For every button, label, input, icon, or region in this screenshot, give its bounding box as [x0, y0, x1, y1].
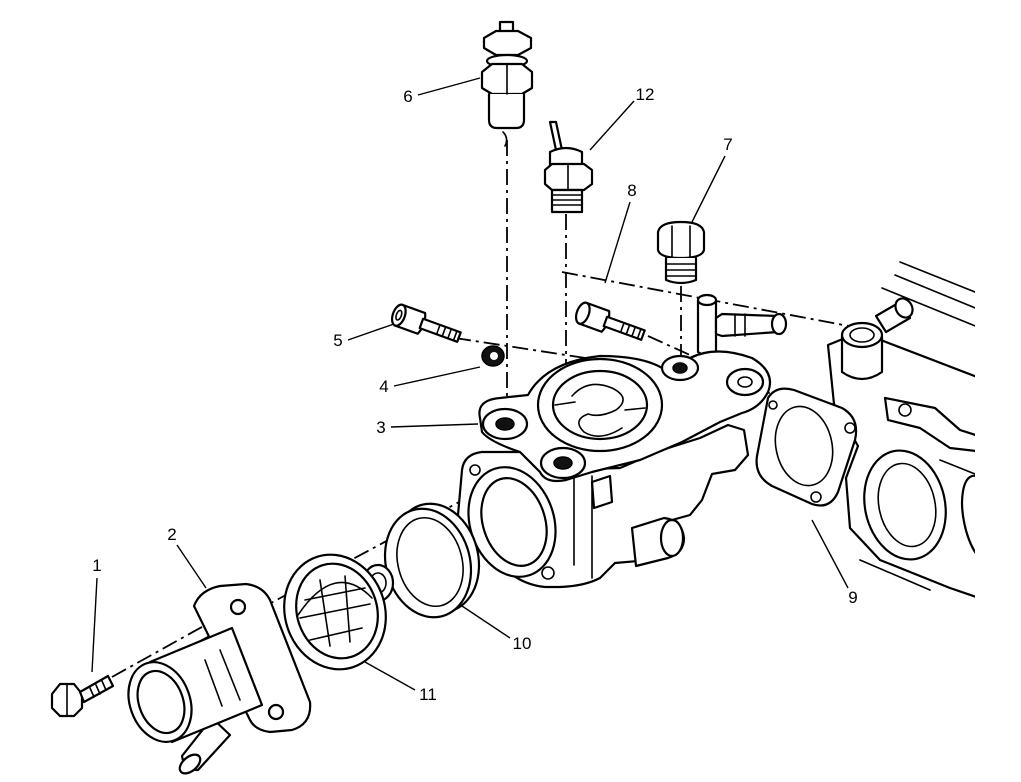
callout-3: 3 [376, 418, 385, 437]
housing-side-tube [714, 312, 780, 338]
leader-line-1 [91, 577, 98, 673]
callout-10: 10 [513, 634, 532, 653]
thermostat-11-frame [297, 581, 373, 616]
plug-7-hex [656, 220, 706, 260]
elbow-2-flange [192, 582, 312, 734]
sensor-6-probe [487, 92, 526, 130]
bolt-part-1 [50, 674, 115, 718]
gasket-9-bolt-hole-top [844, 422, 856, 434]
callout-9: 9 [848, 588, 857, 607]
callout-4: 4 [379, 377, 388, 396]
thermostat-part-11 [283, 553, 395, 671]
manifold-port-2 [960, 474, 975, 566]
bolt-5-head-face [390, 303, 407, 327]
sensor-part-6 [480, 20, 534, 147]
elbow-2-inlet-bore [136, 669, 186, 735]
housing-top-bore [551, 369, 649, 441]
manifold-neck-bore [849, 327, 875, 343]
housing-bolt-hole-lower [541, 566, 555, 580]
sensor-12-thread [550, 188, 584, 214]
elbow-2-bolt-hole-top [229, 598, 247, 616]
bolt-8-shank [602, 315, 646, 341]
manifold-upper-edge [881, 261, 975, 327]
sensor-12-thread-lines [551, 194, 583, 206]
thermostat-housing [456, 293, 788, 589]
housing-side-tube-end [770, 312, 788, 336]
housing-internal-vane [571, 383, 624, 437]
leader-line-12 [589, 100, 635, 151]
sensor-6-terminal-nut [482, 29, 533, 57]
leader-line-8 [604, 201, 631, 284]
gasket-9-opening [774, 405, 834, 487]
gasket-9-bolt-hole-left [768, 400, 778, 410]
sensor-12-wire [548, 120, 564, 152]
housing-internal-rib [554, 401, 646, 411]
housing-outlet-bore [480, 477, 548, 567]
leader-line-10 [461, 605, 511, 639]
housing-boss-front-hole [553, 456, 573, 470]
seal-10-inner [396, 516, 464, 608]
outlet-elbow-part-2 [127, 582, 312, 775]
housing-nipple [696, 298, 718, 357]
bolt-8-threads [619, 322, 642, 340]
bolt-8-head-face [574, 301, 591, 325]
manifold-neck [840, 334, 884, 381]
bolt-part-8 [574, 301, 646, 341]
callout-7: 7 [723, 135, 732, 154]
bolt-5-shank [418, 317, 462, 343]
callout-labels: 1 2 3 4 5 6 7 8 9 10 11 12 [92, 85, 857, 704]
leader-line-2 [176, 544, 207, 589]
leader-line-6 [417, 77, 481, 96]
manifold-bracket-hole [898, 403, 912, 417]
sensor-part-12 [543, 120, 594, 214]
gasket-part-9 [755, 387, 858, 507]
washer-part-4 [481, 345, 505, 367]
elbow-2-ribs [204, 649, 241, 707]
callout-11: 11 [419, 685, 437, 704]
callout-5: 5 [333, 331, 342, 350]
housing-lower-tube-end [659, 518, 685, 558]
bolt-5-threads [435, 324, 458, 342]
leader-line-5 [347, 323, 395, 341]
housing-boss-rear-hole [672, 362, 688, 374]
manifold-pipe-end [894, 297, 914, 319]
bolt-1-threads [89, 680, 107, 698]
bolt-1-shank [78, 674, 115, 704]
housing-front-tab [590, 474, 614, 510]
housing-side-tube-ribs [734, 313, 746, 337]
housing-boss-right-hole [737, 376, 753, 388]
housing-bolt-hole-upper [469, 464, 481, 476]
intake-manifold [826, 261, 975, 598]
elbow-2-bolt-hole-bottom [267, 703, 285, 721]
elbow-2-outlet-pipe-end [178, 753, 202, 775]
callout-6: 6 [403, 87, 412, 106]
thermostat-11-spring [299, 575, 371, 647]
bolt-part-5 [390, 303, 462, 343]
housing-boss-right [725, 367, 765, 397]
gasket-9-bolt-hole-bottom [810, 491, 822, 503]
leader-line-4 [393, 366, 481, 387]
leader-line-9 [811, 519, 849, 589]
sensor-6-tip [502, 131, 508, 147]
callout-1: 1 [92, 556, 101, 575]
housing-nipple-top [696, 293, 718, 307]
plug-part-7 [656, 220, 706, 285]
leader-line-3 [390, 423, 479, 428]
callout-8: 8 [627, 181, 636, 200]
callout-2: 2 [167, 525, 176, 544]
manifold-bracket [883, 396, 975, 452]
leader-line-7 [691, 155, 726, 223]
manifold-neck-top [840, 321, 884, 349]
callout-12: 12 [636, 85, 655, 104]
manifold-runner-lines [859, 459, 975, 591]
manifold-port-bore [877, 462, 937, 548]
leader-line-11 [364, 661, 416, 691]
leader-lines [91, 77, 849, 691]
bolt-5-socket [395, 309, 403, 321]
seal-ring-part-10 [383, 502, 481, 619]
washer-4-hole [490, 352, 498, 360]
plug-7-thread-lines [665, 263, 697, 277]
housing-boss-left-hole [495, 417, 515, 431]
